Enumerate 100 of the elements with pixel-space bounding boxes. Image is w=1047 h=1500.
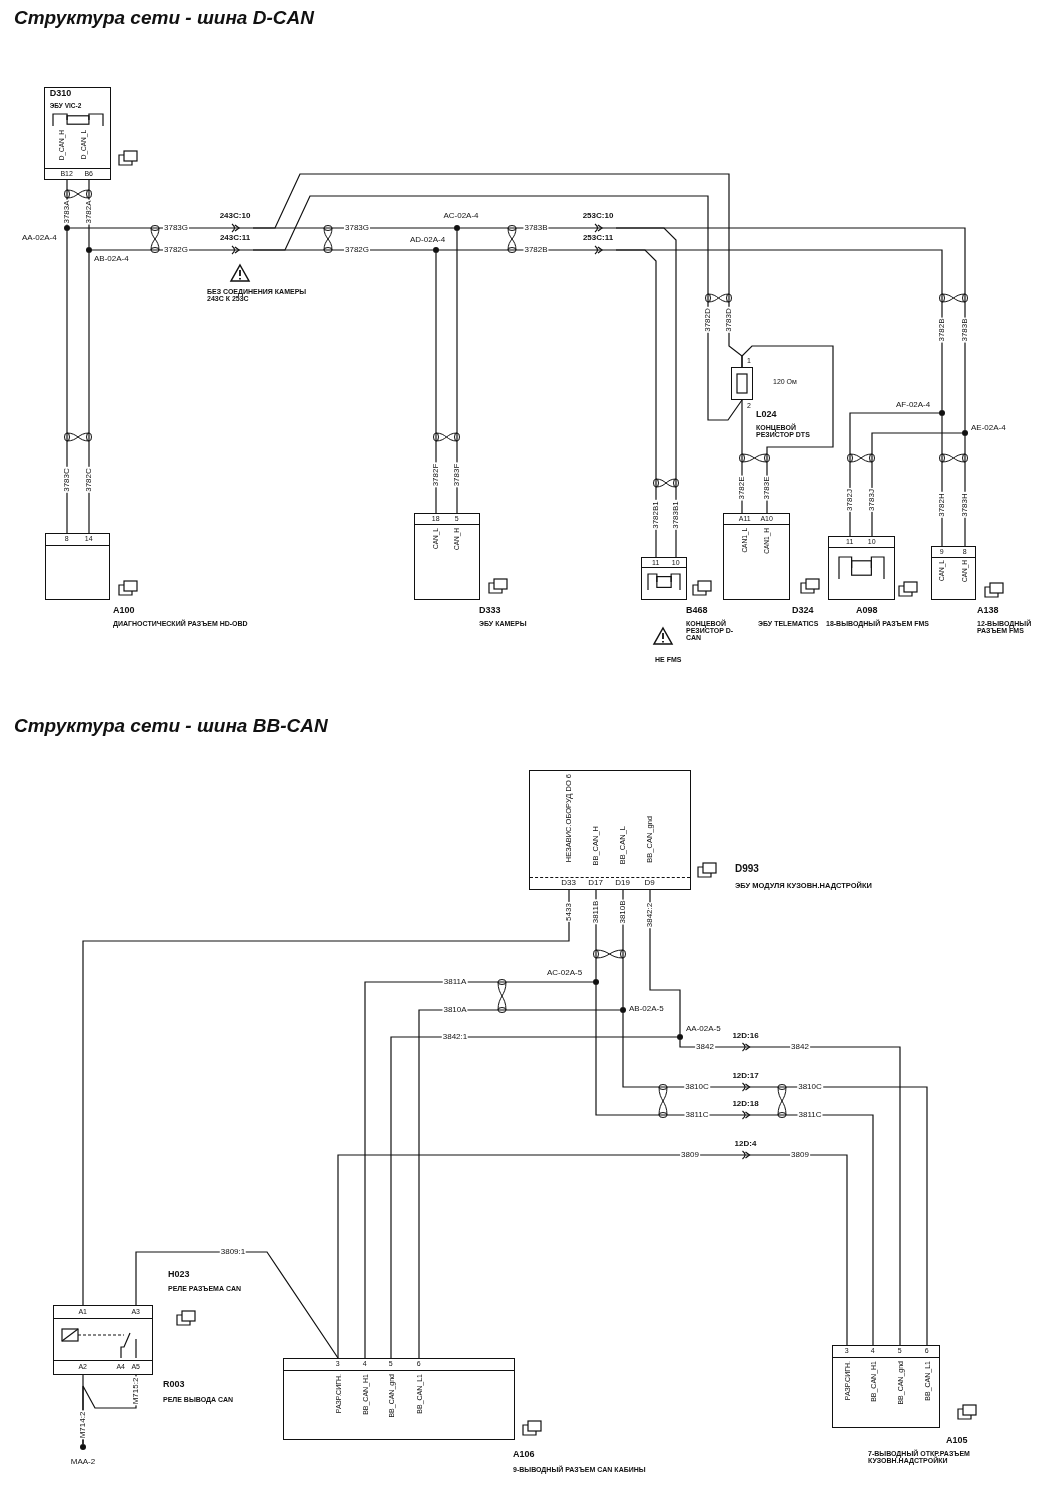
wire-label: 3783F [452,462,462,488]
wire-label: 3842 [790,1042,810,1052]
component-code: D310 [49,88,72,98]
wire [741,345,834,514]
connector-label: 243C:11 [219,234,251,242]
wire-label: 3783H [960,492,970,518]
wire-label: 3782G [163,245,189,255]
wire-label: 3782J [845,488,855,512]
wire-label: 3811B [591,899,601,925]
wire-label: 3782H [937,492,947,518]
splice-label: AB-02A-5 [629,1005,664,1013]
splice-label: AC-02A-5 [547,969,583,977]
splice-label: AB-02A-4 [94,255,129,263]
pin-number: D19 [615,878,631,887]
wire [615,227,966,431]
wire-label: 3783J [867,488,877,512]
wire-label: 3782E [737,475,747,501]
wire [763,1086,928,1346]
splice-label: AF-02A-4 [896,401,931,409]
wire-label: 3810B [618,899,628,925]
wire-label: 3783G [163,223,189,233]
component-code: B468 [686,606,708,615]
splice-label: AD-02A-4 [410,236,446,244]
wire-label: 3811C [684,1110,710,1120]
wire-label: 3811C [797,1110,823,1120]
connector-label: 12D:16 [732,1032,759,1040]
wire-label: 3783B [960,317,970,343]
wire [364,981,594,1359]
splice-point [546,968,599,985]
component-box [414,513,480,600]
component-code: H023 [168,1270,190,1279]
splice-label: AE-02A-4 [971,424,1006,432]
wire [595,984,728,1116]
wire [135,1251,339,1359]
wire-label: M714:2 [78,1410,88,1440]
wire [390,1036,678,1359]
pin-number: D17 [588,878,604,887]
inline-connector [727,1072,764,1092]
component-code: A100 [113,606,135,615]
wire-label: 3809 [680,1150,700,1160]
wire-label: 3783C [62,467,72,493]
component-code: D324 [792,606,814,615]
wire [418,1009,621,1359]
wire-label: 3782A [84,199,94,225]
splice-label: AC-02A-4 [443,212,479,220]
component-box [44,87,111,180]
wire [615,249,943,411]
wire [456,230,458,514]
wire-label: 3782G [344,245,370,255]
wire-label: 3842:2 [645,901,655,929]
section-heading: Структура сети - шина D-CAN [14,8,314,27]
relay-box [53,1305,153,1375]
wire [69,227,218,229]
wire [82,889,570,1306]
wire [88,252,90,534]
wire-label: 3809 [790,1150,810,1160]
inline-connector [727,1100,764,1120]
component-box [45,533,110,600]
component-box [931,546,976,600]
splice-label: AA-02A-5 [686,1025,721,1033]
wire-label: 3809:1 [219,1247,247,1257]
wire-label: 3842 [695,1042,715,1052]
wire [871,432,963,537]
wire-label: M715:2 [131,1376,141,1406]
wire-label: 3810A [442,1005,468,1015]
pin-number: D9 [644,878,655,887]
component-box [529,770,691,890]
inline-connector [217,234,253,255]
inline-connector [727,1140,764,1160]
wire [763,1154,848,1346]
wire-label: 3783A [62,199,72,225]
wire-label: 3810C [797,1082,823,1092]
component-code: A105 [946,1436,968,1445]
wire [763,1114,874,1346]
wire-label: 3842:1 [441,1032,469,1042]
resistor-box [731,367,753,400]
section-heading: Структура сети - шина BB-CAN [14,716,328,735]
connector-label: 12D:17 [732,1072,759,1080]
wire-label: 3782B [937,317,947,343]
connector-label: 12D:4 [734,1140,757,1148]
wire [252,195,743,421]
component-code: A138 [977,606,999,615]
component-box [832,1345,940,1428]
wire-label: 3782B1 [651,500,661,530]
component-box [641,557,687,600]
component-code: R003 [163,1380,185,1389]
wire-label: 3783G [344,223,370,233]
wire-label: 3782D [703,307,713,333]
wire-label: 3782B [523,245,549,255]
wire-label: 3782C [84,467,94,493]
wire [337,1154,728,1359]
wire-label: 3783B [523,223,549,233]
connector-label: 253C:10 [582,212,614,220]
connector-label: 243C:10 [219,212,251,220]
wire-label: 3782F [431,462,441,488]
component-code: D333 [479,606,501,615]
wire [66,230,68,534]
component-code: D993 [735,864,759,874]
wire [438,249,581,251]
component-code: L024 [756,410,777,419]
